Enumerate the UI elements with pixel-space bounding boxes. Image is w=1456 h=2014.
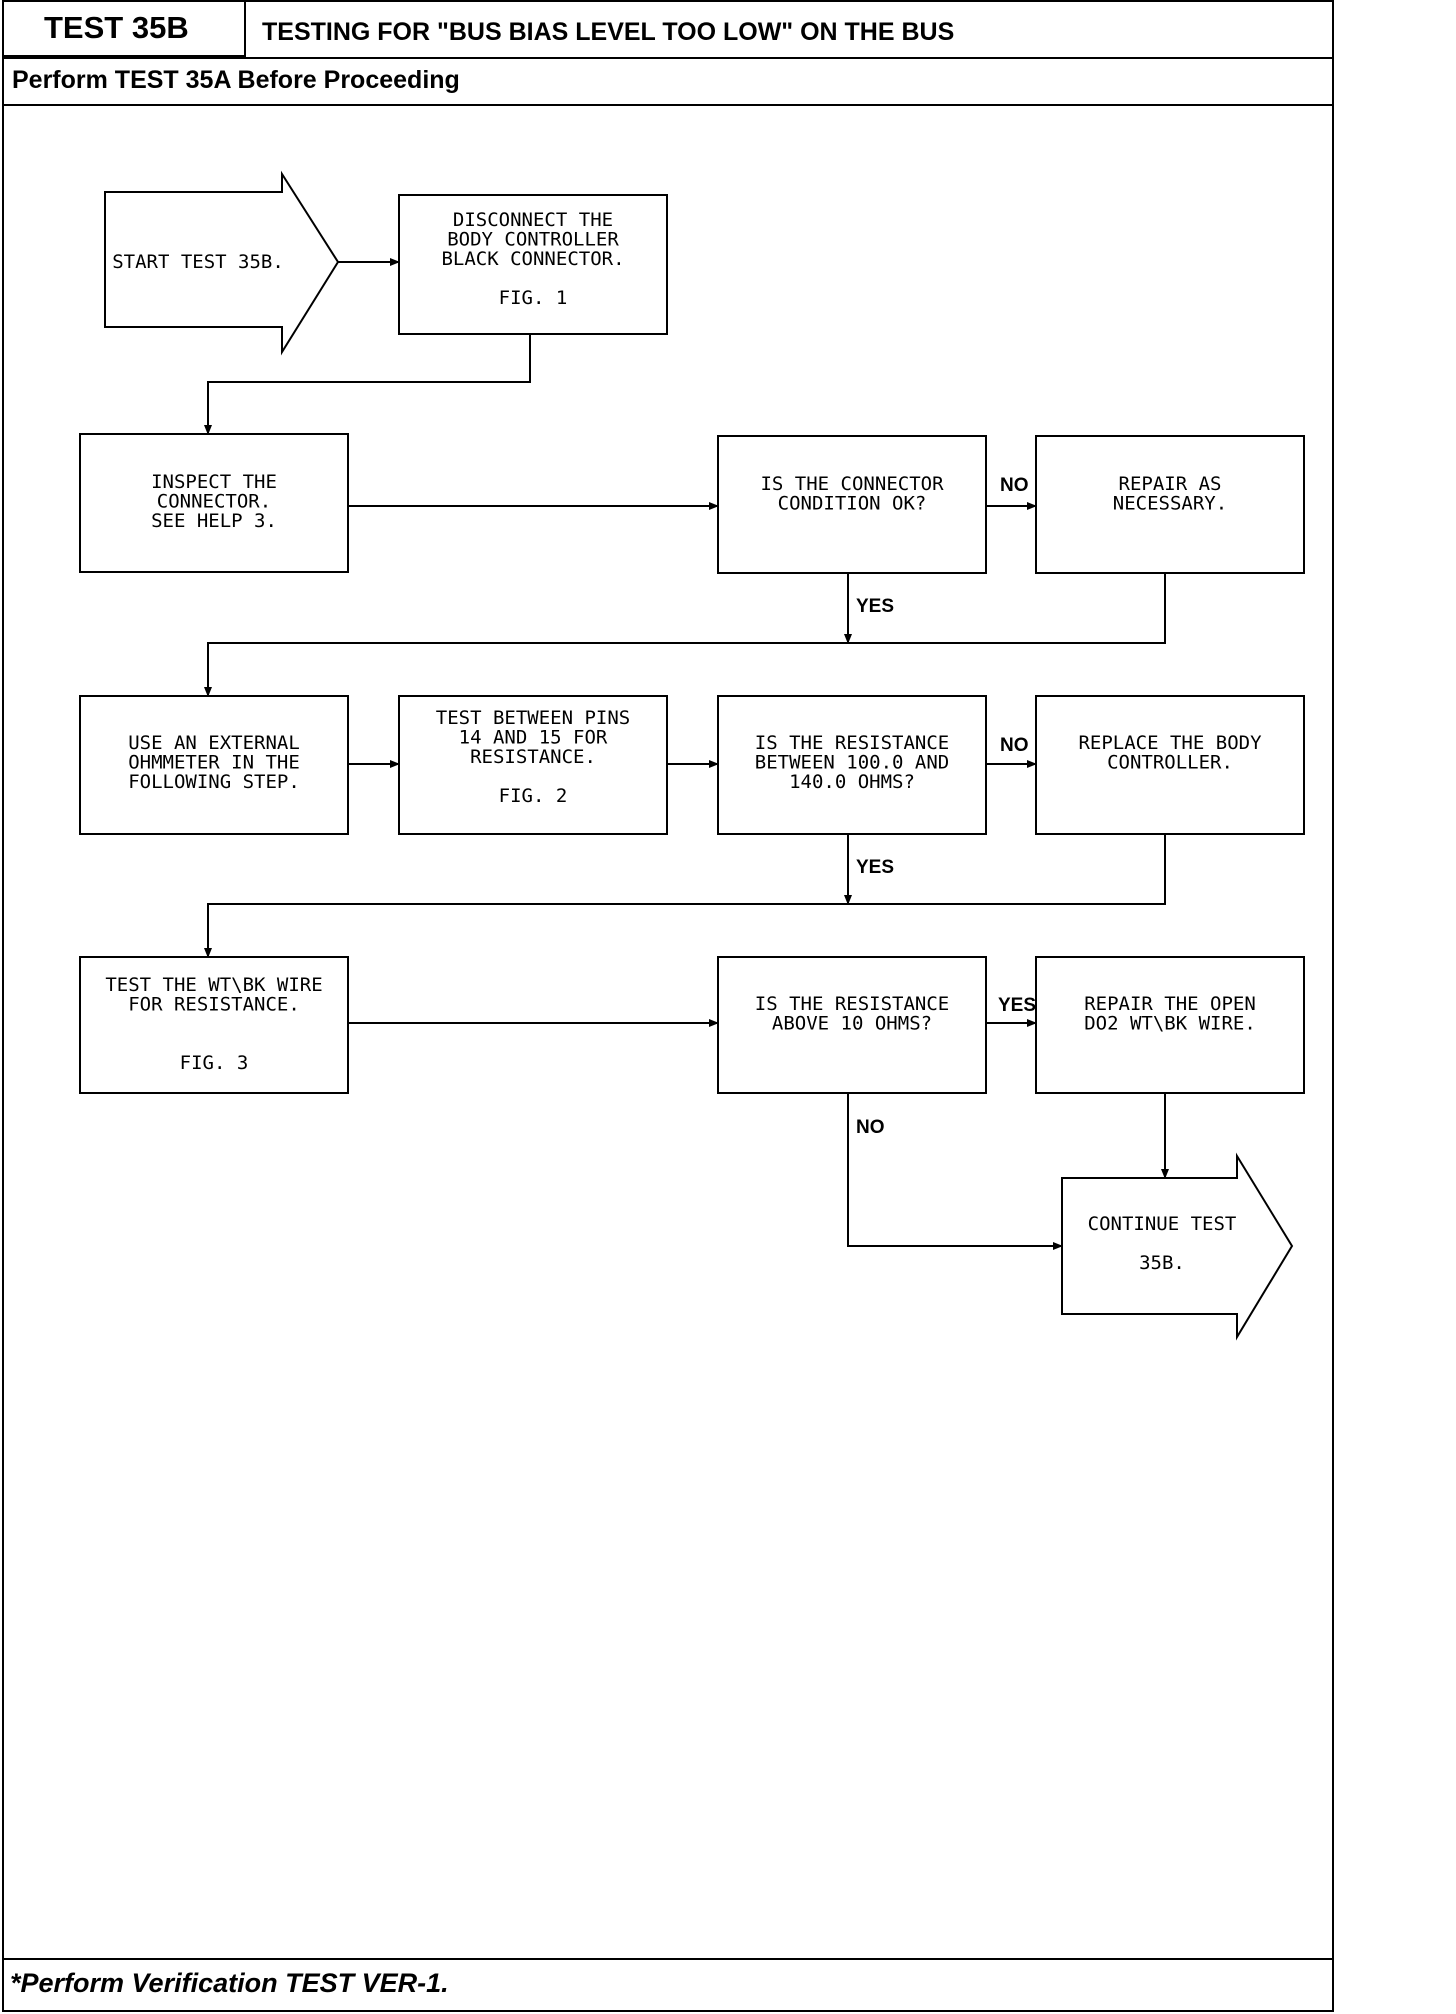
replace-controller-box: [1035, 695, 1305, 835]
disconnect-text: BODY CONTROLLER: [447, 229, 619, 251]
test-wire-text: FOR RESISTANCE.: [128, 994, 300, 1016]
wire-replace-merge: [204, 834, 1166, 958]
label-yes-resistance-above: YES: [998, 995, 1036, 1016]
repair-wire-text: REPAIR THE OPEN: [1084, 993, 1256, 1015]
disconnect-text: BLACK CONNECTOR.: [441, 248, 624, 270]
disconnect-box: [398, 194, 668, 335]
inspect-text: SEE HELP 3.: [151, 510, 277, 532]
prerequisite-note: Perform TEST 35A Before Proceeding: [12, 66, 460, 94]
page-title: TESTING FOR "BUS BIAS LEVEL TOO LOW" ON …: [262, 18, 955, 46]
test-id-box: [2, 0, 246, 57]
use-ohmmeter-text: USE AN EXTERNAL: [128, 732, 300, 754]
start-text: START TEST 35B.: [112, 251, 284, 273]
q-resistance-range-text: BETWEEN 100.0 AND: [755, 752, 949, 774]
q-connector-text: CONDITION OK?: [778, 493, 927, 515]
replace-controller-text: REPLACE THE BODY: [1078, 732, 1262, 754]
wire-disconnect-to-inspect: [204, 334, 531, 435]
q-resistance-above-text: IS THE RESISTANCE: [755, 993, 949, 1015]
disconnect-text: DISCONNECT THE: [453, 209, 613, 231]
label-no-resistance-above: NO: [856, 1117, 885, 1138]
label-yes-resistance-range: YES: [856, 857, 894, 878]
use-ohmmeter-box: [79, 695, 349, 835]
label-no-resistance-range: NO: [1000, 735, 1029, 756]
test-id: TEST 35B: [44, 10, 189, 45]
q-connector-box: [717, 435, 987, 574]
test-wire-text: FIG. 3: [180, 1052, 249, 1074]
continue-text: 35B.: [1139, 1252, 1185, 1274]
repair-connector-box: [1035, 435, 1305, 574]
inspect-text: INSPECT THE: [151, 471, 277, 493]
test-wire-text: TEST THE WT\BK WIRE: [105, 974, 322, 996]
q-resistance-above-text: ABOVE 10 OHMS?: [772, 1013, 932, 1035]
inspect-text: CONNECTOR.: [157, 491, 271, 513]
test-pins-text: RESISTANCE.: [470, 746, 596, 768]
continue-text: CONTINUE TEST: [1088, 1213, 1237, 1235]
test-pins-box: [398, 695, 668, 835]
use-ohmmeter-text: OHMMETER IN THE: [128, 752, 300, 774]
wire-above-no-continue: [847, 1093, 1063, 1250]
test-pins-text: TEST BETWEEN PINS: [436, 707, 630, 729]
q-resistance-above-box: [717, 956, 987, 1094]
repair-connector-text: NECESSARY.: [1113, 493, 1227, 515]
label-yes-connector: YES: [856, 596, 894, 617]
start-arrow-shape: [104, 170, 340, 356]
q-resistance-range-text: IS THE RESISTANCE: [755, 732, 949, 754]
use-ohmmeter-text: FOLLOWING STEP.: [128, 771, 300, 793]
test-pins-text: FIG. 2: [499, 785, 568, 807]
page-border: [2, 0, 1334, 2012]
repair-wire-box: [1035, 956, 1305, 1094]
label-no-connector: NO: [1000, 475, 1029, 496]
header-divider-1: [2, 57, 1334, 59]
replace-controller-text: CONTROLLER.: [1107, 752, 1233, 774]
test-wire-box: [79, 956, 349, 1094]
wire-repair-merge: [204, 573, 1166, 697]
header-divider-2: [2, 104, 1334, 106]
q-resistance-range-text: 140.0 OHMS?: [789, 771, 915, 793]
disconnect-text: FIG. 1: [499, 287, 568, 309]
test-pins-text: 14 AND 15 FOR: [459, 727, 608, 749]
q-connector-text: IS THE CONNECTOR: [760, 473, 944, 495]
inspect-box: [79, 433, 349, 573]
verification-note: *Perform Verification TEST VER-1.: [10, 1968, 449, 1998]
repair-connector-text: REPAIR AS: [1119, 473, 1222, 495]
continue-arrow-shape: [1061, 1152, 1294, 1341]
repair-wire-text: DO2 WT\BK WIRE.: [1084, 1013, 1256, 1035]
footer-divider: [2, 1958, 1334, 1960]
